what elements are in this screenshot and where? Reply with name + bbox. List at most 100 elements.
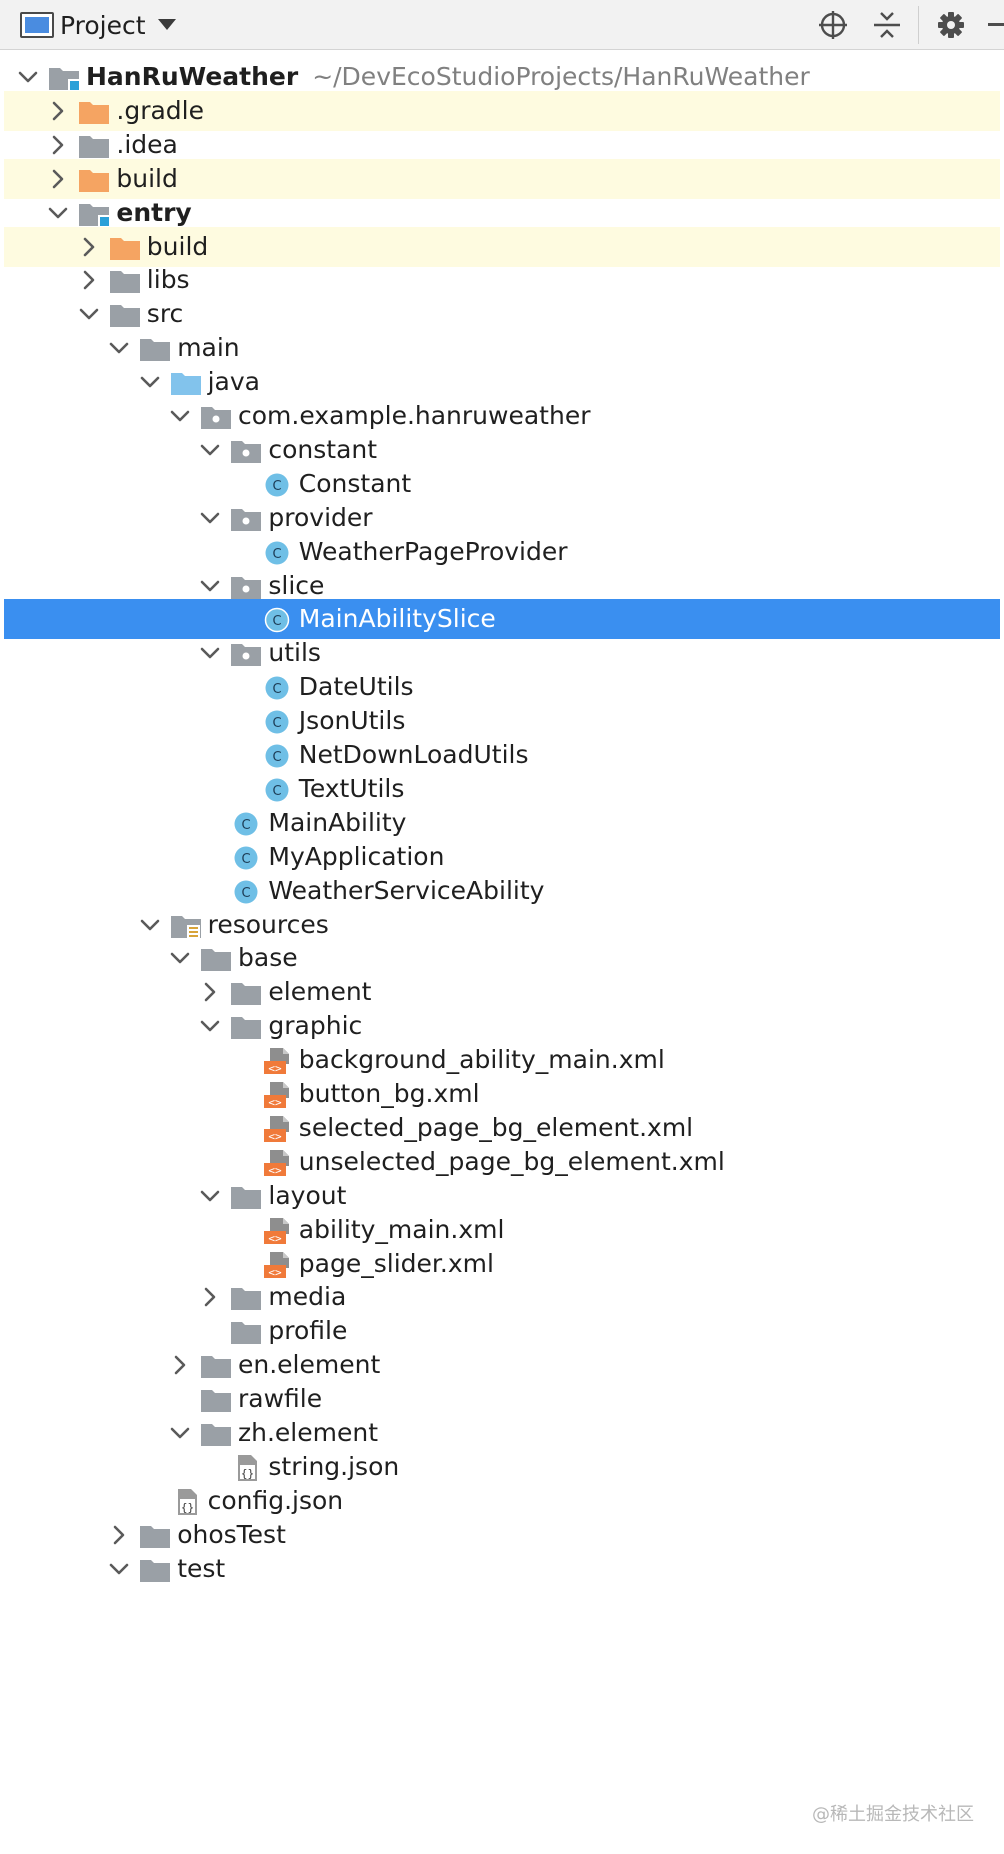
tree-row-constant[interactable]: constant	[4, 430, 1000, 470]
tree-item-label: ohosTest	[177, 1520, 286, 1549]
chevron-down-icon[interactable]	[138, 913, 162, 937]
chevron-right-icon[interactable]	[198, 1285, 222, 1309]
tree-row-zh-element[interactable]: zh.element	[4, 1413, 1000, 1453]
xml-file-icon: <>	[261, 1252, 293, 1279]
tree-row-graphic[interactable]: graphic	[4, 1006, 1000, 1046]
tree-row-build[interactable]: build	[4, 159, 1000, 199]
tree-row-media[interactable]: media	[4, 1277, 1000, 1317]
tree-item-label: Constant	[298, 469, 412, 498]
xml-file-icon: <>	[261, 1150, 293, 1177]
tree-row-idea[interactable]: .idea	[4, 125, 1000, 165]
chevron-down-icon[interactable]	[198, 438, 222, 462]
chevron-right-icon[interactable]	[77, 235, 101, 259]
tree-row-gradle[interactable]: .gradle	[4, 91, 1000, 131]
json-file-icon: {}	[230, 1455, 262, 1481]
tree-row-jsonutils[interactable]: C JsonUtils	[4, 701, 1000, 741]
chevron-down-icon[interactable]	[198, 1184, 222, 1208]
chevron-down-icon[interactable]	[198, 641, 222, 665]
tree-row-layout[interactable]: layout	[4, 1176, 1000, 1216]
tree-row-config-json[interactable]: {}config.json	[4, 1481, 1000, 1521]
svg-text:C: C	[272, 716, 281, 731]
tree-row-slice[interactable]: slice	[4, 566, 1000, 606]
xml-file-icon: <>	[261, 1116, 293, 1143]
tree-row-build[interactable]: build	[4, 227, 1000, 267]
tree-item-label: rawfile	[238, 1384, 323, 1413]
tree-row-entry[interactable]: entry	[4, 193, 1000, 233]
chevron-down-icon[interactable]	[198, 574, 222, 598]
tree-row-en-element[interactable]: en.element	[4, 1345, 1000, 1385]
tree-row-ohostest[interactable]: ohosTest	[4, 1515, 1000, 1555]
chevron-right-icon[interactable]	[46, 133, 70, 157]
project-toolbar: Project	[0, 0, 1004, 50]
tree-row-string-json[interactable]: {}string.json	[4, 1447, 1000, 1487]
tree-row-rawfile[interactable]: rawfile	[4, 1379, 1000, 1419]
tree-row-main[interactable]: main	[4, 328, 1000, 368]
tree-row-com-example-hanruweather[interactable]: com.example.hanruweather	[4, 396, 1000, 436]
tree-row-profile[interactable]: profile	[4, 1311, 1000, 1351]
locate-target-icon[interactable]	[818, 10, 848, 40]
excluded-folder-icon	[78, 167, 110, 193]
tree-row-base[interactable]: base	[4, 938, 1000, 978]
chevron-right-icon[interactable]	[168, 1353, 192, 1377]
gear-icon[interactable]	[937, 11, 965, 39]
chevron-right-icon[interactable]	[198, 980, 222, 1004]
json-file-icon: {}	[170, 1489, 202, 1515]
svg-text:C: C	[242, 852, 251, 867]
tree-row-utils[interactable]: utils	[4, 633, 1000, 673]
tree-item-label: en.element	[238, 1350, 381, 1379]
svg-text:C: C	[272, 614, 281, 629]
class-icon: C	[261, 743, 293, 769]
chevron-down-icon[interactable]	[107, 336, 131, 360]
watermark: @稀土掘金技术社区	[812, 1804, 974, 1825]
dropdown-caret-icon[interactable]	[158, 19, 176, 30]
collapse-all-icon[interactable]	[872, 10, 902, 40]
chevron-down-icon[interactable]	[138, 370, 162, 394]
class-icon: C	[261, 540, 293, 566]
chevron-down-icon[interactable]	[77, 302, 101, 326]
chevron-down-icon[interactable]	[46, 201, 70, 225]
tree-row-element[interactable]: element	[4, 972, 1000, 1012]
tree-row-ability-main-xml[interactable]: <>ability_main.xml	[4, 1210, 1000, 1250]
chevron-right-icon[interactable]	[46, 167, 70, 191]
tree-row-button-bg-xml[interactable]: <>button_bg.xml	[4, 1074, 1000, 1114]
tree-row-test[interactable]: test	[4, 1549, 1000, 1589]
tree-row-java[interactable]: java	[4, 362, 1000, 402]
tree-row-resources[interactable]: resources	[4, 905, 1000, 945]
chevron-right-icon[interactable]	[107, 1523, 131, 1547]
tree-row-provider[interactable]: provider	[4, 498, 1000, 538]
tree-item-label: constant	[268, 435, 378, 464]
tree-item-label: slice	[268, 571, 325, 600]
project-view-icon[interactable]	[20, 12, 54, 38]
chevron-down-icon[interactable]	[168, 1421, 192, 1445]
tree-row-src[interactable]: src	[4, 294, 1000, 334]
tree-item-label: JsonUtils	[298, 706, 406, 735]
chevron-down-icon[interactable]	[198, 1014, 222, 1038]
chevron-down-icon[interactable]	[16, 65, 40, 89]
chevron-right-icon[interactable]	[46, 99, 70, 123]
folder-icon	[230, 1285, 262, 1311]
chevron-down-icon[interactable]	[107, 1557, 131, 1581]
chevron-down-icon[interactable]	[168, 946, 192, 970]
svg-text:C: C	[272, 547, 281, 562]
tree-row-page-slider-xml[interactable]: <>page_slider.xml	[4, 1244, 1000, 1284]
tree-row-libs[interactable]: libs	[4, 260, 1000, 300]
tree-row-hanruweather[interactable]: HanRuWeather~/DevEcoStudioProjects/HanRu…	[4, 57, 1000, 97]
tree-row-background-ability-main-xml[interactable]: <>background_ability_main.xml	[4, 1040, 1000, 1080]
chevron-right-icon[interactable]	[77, 268, 101, 292]
minimize-icon[interactable]	[988, 22, 1004, 28]
tree-item-label: DateUtils	[298, 672, 414, 701]
tree-row-unselected-page-bg-element-xml[interactable]: <>unselected_page_bg_element.xml	[4, 1142, 1000, 1182]
chevron-down-icon[interactable]	[168, 404, 192, 428]
chevron-down-icon[interactable]	[198, 506, 222, 530]
project-view-title[interactable]: Project	[60, 10, 146, 40]
tree-row-selected-page-bg-element-xml[interactable]: <>selected_page_bg_element.xml	[4, 1108, 1000, 1148]
